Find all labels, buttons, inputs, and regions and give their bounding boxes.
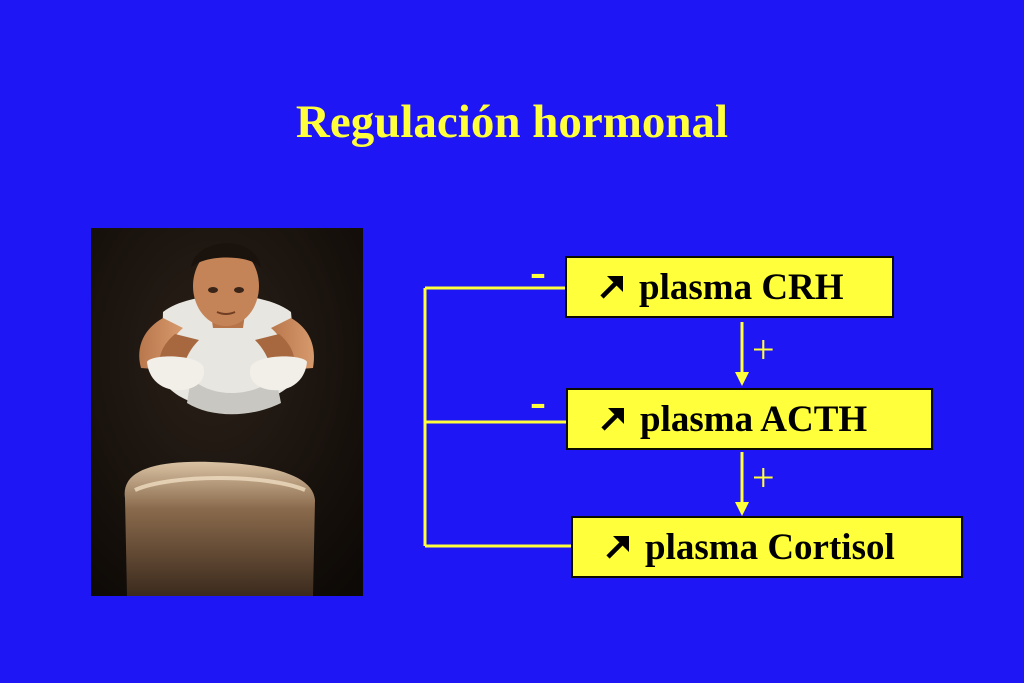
box-cortisol-label: plasma Cortisol	[645, 526, 895, 568]
up-arrow-icon	[600, 276, 623, 299]
box-acth: plasma ACTH	[566, 388, 933, 450]
box-cortisol: plasma Cortisol	[571, 516, 963, 578]
stimulation-sign-1: +	[752, 327, 775, 372]
box-crh-label: plasma CRH	[639, 266, 844, 308]
box-crh: plasma CRH	[565, 256, 894, 318]
box-acth-label: plasma ACTH	[640, 398, 868, 440]
up-arrow-icon	[601, 408, 624, 431]
gymnast-photo	[91, 228, 363, 596]
inhibition-sign-1: -	[530, 245, 546, 298]
inhibition-sign-2: -	[530, 375, 546, 428]
up-arrow-icon	[606, 536, 629, 559]
slide-title: Regulación hormonal	[295, 96, 729, 148]
stimulation-sign-2: +	[752, 455, 775, 500]
